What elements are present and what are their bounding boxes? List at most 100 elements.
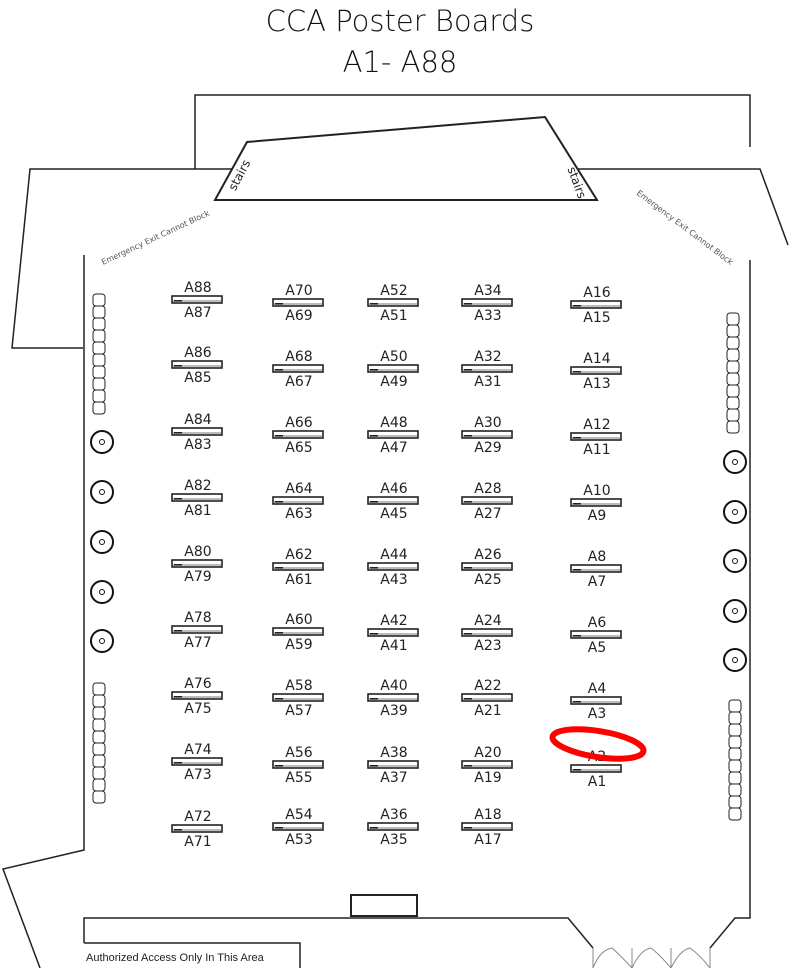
board-label-top: A42 (380, 613, 407, 629)
chair (726, 396, 740, 410)
board-label-bottom: A59 (285, 637, 312, 653)
board-label-bottom: A87 (184, 305, 211, 321)
board-shade (572, 371, 620, 373)
chair (728, 711, 742, 725)
board-label-bottom: A15 (583, 310, 610, 326)
board-shade (173, 696, 221, 698)
table-center (732, 657, 738, 663)
board-label-top: A20 (474, 745, 501, 761)
board-label-bottom: A55 (285, 770, 312, 786)
board-shade (572, 437, 620, 439)
left-upper-wall (11, 168, 232, 349)
round-table (90, 580, 114, 604)
board-shape (570, 432, 622, 441)
board-shape (272, 430, 324, 439)
chair (726, 324, 740, 338)
board-shade (173, 762, 221, 764)
chair (92, 317, 106, 331)
emergency-exit-left-label: Emergency Exit Cannot Block (100, 209, 211, 267)
board-label-bottom: A69 (285, 308, 312, 324)
entrance-doors[interactable] (592, 947, 711, 968)
board-shade (463, 369, 511, 371)
table-center (732, 608, 738, 614)
board-shade (274, 632, 322, 634)
chair (92, 682, 106, 696)
board-shape (171, 493, 223, 502)
board-mark (370, 827, 378, 829)
poster-boards: A88A87A86A85A84A83A82A81A80A79A78A77A76A… (171, 280, 622, 850)
board-shade (572, 635, 620, 637)
board-mark (573, 569, 581, 571)
board-shape (461, 628, 513, 637)
board-label-bottom: A23 (474, 638, 501, 654)
board-shape (570, 366, 622, 375)
chair (728, 735, 742, 749)
bottom-wall (83, 917, 594, 949)
board-shade (369, 827, 417, 829)
board-shape (272, 627, 324, 636)
board-mark (573, 635, 581, 637)
board-mark (573, 437, 581, 439)
board-label-bottom: A51 (380, 308, 407, 324)
board-label-bottom: A73 (184, 767, 211, 783)
board-shape (171, 625, 223, 634)
board-shape (570, 498, 622, 507)
board-mark (370, 369, 378, 371)
board-shape (570, 696, 622, 705)
board-label-top: A78 (184, 610, 211, 626)
emergency-exit-right-label: Emergency Exit Cannot Block (635, 188, 735, 267)
board-label-bottom: A45 (380, 506, 407, 522)
board-mark (275, 303, 283, 305)
board-shade (173, 564, 221, 566)
board-shape (367, 628, 419, 637)
board-mark (275, 435, 283, 437)
table-center (99, 439, 105, 445)
board-shape (367, 562, 419, 571)
round-table (90, 629, 114, 653)
board-shape (171, 427, 223, 436)
